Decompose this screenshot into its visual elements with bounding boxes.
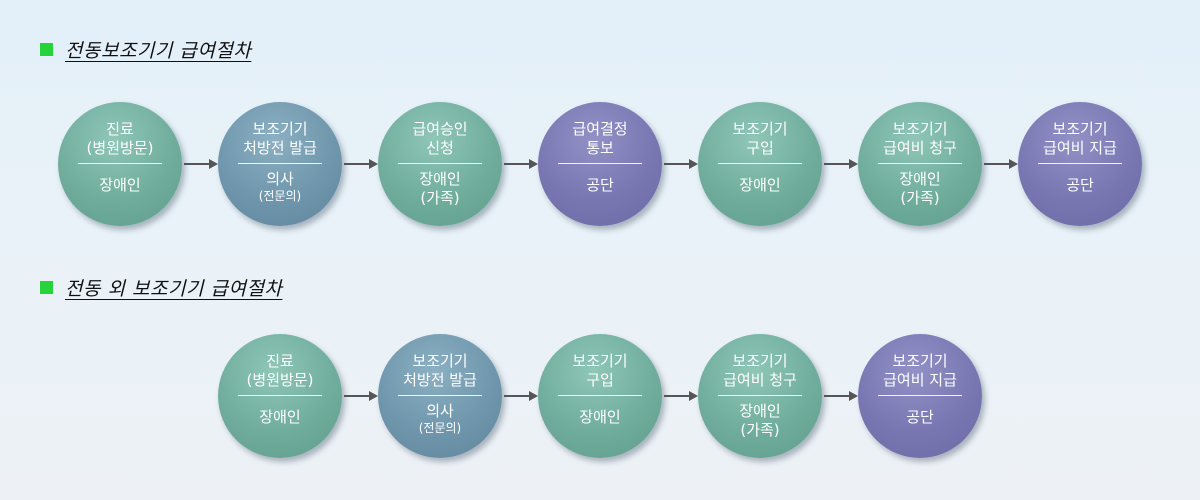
- step-label: 보조기기: [1052, 120, 1108, 138]
- flow-arrow: [664, 159, 698, 169]
- step-label: 진료: [266, 352, 294, 370]
- divider: [718, 163, 802, 164]
- step-label: 보조기기: [252, 120, 308, 138]
- step-actor-detail: (가족): [420, 189, 460, 207]
- step-label: 보조기기: [732, 120, 788, 138]
- step-label: 급여비 지급: [1043, 139, 1117, 157]
- flow-arrow: [664, 391, 698, 401]
- step-label: 처방전 발급: [243, 139, 317, 157]
- section-title-powered: 전동보조기기 급여절차: [40, 36, 251, 63]
- step-node-treatment: 진료(병원방문) 장애인: [58, 102, 182, 226]
- section-title-text: 전동 외 보조기기 급여절차: [65, 278, 283, 300]
- divider: [878, 395, 962, 396]
- flow-arrow: [344, 391, 378, 401]
- step-label: 구입: [586, 371, 614, 389]
- step-label: 신청: [426, 139, 454, 157]
- step-label: 처방전 발급: [403, 371, 477, 389]
- step-actor: 공단: [586, 176, 614, 194]
- step-label: 급여비 지급: [883, 371, 957, 389]
- divider: [398, 163, 482, 164]
- divider: [238, 395, 322, 396]
- step-label: 급여승인: [412, 120, 468, 138]
- step-actor-detail: (전문의): [418, 421, 462, 435]
- section-title-text: 전동보조기기 급여절차: [65, 40, 252, 62]
- step-label: 보조기기: [892, 120, 948, 138]
- step-actor: 장애인: [99, 176, 141, 194]
- green-square-bullet-icon: [40, 281, 53, 294]
- section-title-non-powered: 전동 외 보조기기 급여절차: [40, 274, 282, 301]
- flow-arrow: [504, 159, 538, 169]
- step-actor: 장애인: [579, 408, 621, 426]
- step-actor-detail: (가족): [900, 189, 940, 207]
- step-label: 급여비 청구: [723, 371, 797, 389]
- step-label: 보조기기: [412, 352, 468, 370]
- step-actor-detail: (전문의): [258, 189, 302, 203]
- step-actor-detail: (가족): [740, 421, 780, 439]
- step-actor: 장애인: [739, 176, 781, 194]
- step-actor: 장애인: [419, 170, 461, 188]
- step-label: (병원방문): [246, 371, 314, 389]
- step-actor: 장애인: [259, 408, 301, 426]
- flow-arrow: [184, 159, 218, 169]
- step-actor: 의사: [266, 170, 294, 188]
- step-label: 통보: [586, 139, 614, 157]
- divider: [718, 395, 802, 396]
- step-actor: 공단: [1066, 176, 1094, 194]
- step-actor: 공단: [906, 408, 934, 426]
- step-label: 진료: [106, 120, 134, 138]
- step-label: (병원방문): [86, 139, 154, 157]
- step-label: 보조기기: [572, 352, 628, 370]
- flow-arrow: [504, 391, 538, 401]
- step-label: 보조기기: [892, 352, 948, 370]
- flow-arrow: [984, 159, 1018, 169]
- divider: [558, 395, 642, 396]
- step-label: 급여비 청구: [883, 139, 957, 157]
- step-actor: 의사: [426, 402, 454, 420]
- step-actor: 장애인: [899, 170, 941, 188]
- flow-arrow: [824, 391, 858, 401]
- divider: [1038, 163, 1122, 164]
- divider: [238, 163, 322, 164]
- step-node-treatment: 진료(병원방문) 장애인: [218, 334, 342, 458]
- step-actor: 장애인: [739, 402, 781, 420]
- divider: [78, 163, 162, 164]
- divider: [558, 163, 642, 164]
- green-square-bullet-icon: [40, 43, 53, 56]
- divider: [398, 395, 482, 396]
- flow-arrow: [824, 159, 858, 169]
- step-label: 구입: [746, 139, 774, 157]
- step-label: 급여결정: [572, 120, 628, 138]
- step-label: 보조기기: [732, 352, 788, 370]
- flow-arrow: [344, 159, 378, 169]
- divider: [878, 163, 962, 164]
